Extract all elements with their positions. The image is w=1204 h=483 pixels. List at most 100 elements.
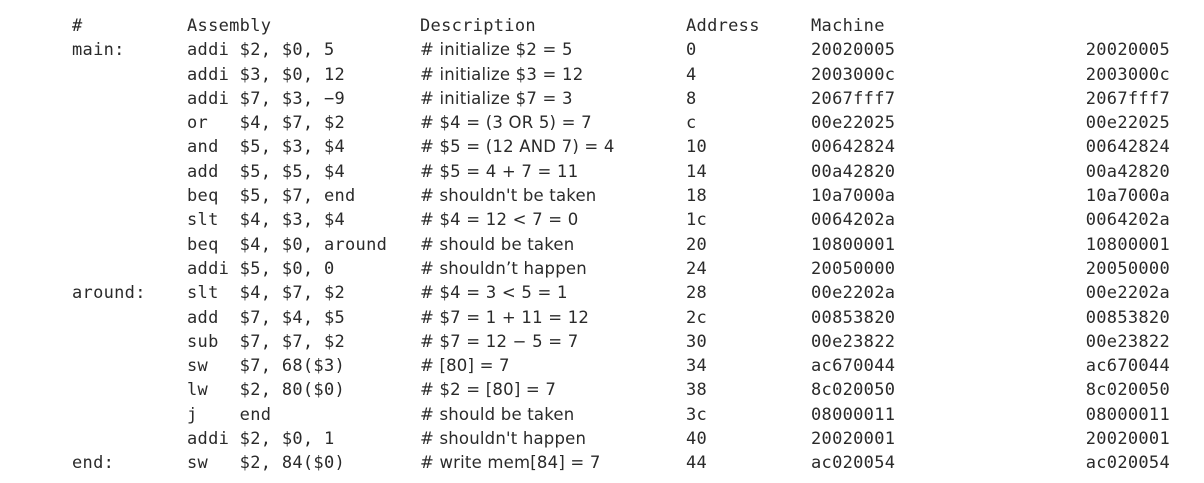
address-cell: 34	[686, 356, 708, 377]
machine-code-duplicate-cell: 00e23822	[1085, 331, 1170, 352]
description-cell: # $7 = 1 + 11 = 12	[420, 307, 590, 327]
address-cell: 24	[686, 258, 708, 279]
machine-code-cell: 10a7000a	[811, 186, 896, 207]
description-cell: # should be taken	[420, 234, 575, 254]
machine-code-duplicate-cell: 00853820	[1085, 307, 1170, 328]
machine-code-duplicate-cell: 08000011	[1085, 404, 1170, 425]
assembly-cell: add $7, $4, $5	[187, 307, 346, 328]
address-cell: 20	[686, 234, 708, 255]
address-cell: 8	[686, 88, 697, 109]
label-cell: around:	[72, 283, 146, 304]
instruction-row: beq $5, $7, end # shouldn't be taken 18 10a…	[0, 184, 1204, 208]
assembly-listing: # Assembly Description Address Machine m…	[0, 14, 1204, 476]
assembly-cell: or $4, $7, $2	[187, 113, 346, 134]
machine-code-cell: 10800001	[811, 234, 896, 255]
machine-code-duplicate-cell: 20050000	[1085, 258, 1170, 279]
header-machine: Machine	[811, 16, 885, 36]
address-cell: 18	[686, 186, 708, 207]
header-address: Address	[686, 16, 760, 36]
instruction-row: add $7, $4, $5 # $7 = 1 + 11 = 12 2c 008538…	[0, 306, 1204, 330]
label-cell: end:	[72, 453, 115, 474]
machine-code-cell: 20020001	[811, 429, 896, 450]
machine-code-duplicate-cell: 00642824	[1085, 137, 1170, 158]
machine-code-cell: 00853820	[811, 307, 896, 328]
description-cell: # $5 = (12 AND 7) = 4	[420, 137, 615, 157]
description-cell: # $4 = (3 OR 5) = 7	[420, 113, 592, 133]
description-cell: # $4 = 12 < 7 = 0	[420, 210, 579, 230]
description-cell: # initialize $3 = 12	[420, 64, 584, 84]
description-cell: # initialize $2 = 5	[420, 40, 573, 60]
description-cell: # shouldn't be taken	[420, 186, 597, 206]
machine-code-duplicate-cell: 0064202a	[1085, 210, 1170, 231]
address-cell: 2c	[686, 307, 708, 328]
header-row: # Assembly Description Address Machine	[0, 14, 1204, 38]
address-cell: 44	[686, 453, 708, 474]
instruction-row: beq $4, $0, around # should be taken 20 108…	[0, 233, 1204, 257]
assembly-cell: slt $4, $7, $2	[187, 283, 346, 304]
machine-code-cell: 20050000	[811, 258, 896, 279]
machine-code-cell: 00e22025	[811, 113, 896, 134]
machine-code-cell: 00a42820	[811, 161, 896, 182]
machine-code-cell: 2003000c	[811, 64, 896, 85]
machine-code-duplicate-cell: ac670044	[1085, 356, 1170, 377]
assembly-cell: sw $2, 84($0)	[187, 453, 346, 474]
assembly-cell: addi $7, $3, −9	[187, 88, 346, 109]
machine-code-duplicate-cell: 10800001	[1085, 234, 1170, 255]
machine-code-cell: 00e23822	[811, 331, 896, 352]
machine-code-cell: 2067fff7	[811, 88, 896, 109]
assembly-cell: sub $7, $7, $2	[187, 331, 346, 352]
assembly-cell: addi $2, $0, 5	[187, 40, 335, 61]
description-cell: # write mem[84] = 7	[420, 453, 601, 473]
machine-code-duplicate-cell: 00e2202a	[1085, 283, 1170, 304]
instruction-row: addi $5, $0, 0 # shouldn’t happen 24 200500…	[0, 257, 1204, 281]
address-cell: 0	[686, 40, 697, 61]
address-cell: 3c	[686, 404, 708, 425]
assembly-cell: lw $2, 80($0)	[187, 380, 346, 401]
label-cell: main:	[72, 40, 125, 61]
assembly-cell: add $5, $5, $4	[187, 161, 346, 182]
description-cell: # shouldn't happen	[420, 429, 587, 449]
description-cell: # $2 = [80] = 7	[420, 380, 557, 400]
assembly-cell: and $5, $3, $4	[187, 137, 346, 158]
address-cell: 40	[686, 429, 708, 450]
description-cell: # $5 = 4 + 7 = 11	[420, 161, 579, 181]
address-cell: 30	[686, 331, 708, 352]
machine-code-duplicate-cell: 20020001	[1085, 429, 1170, 450]
description-cell: # [80] = 7	[420, 356, 510, 376]
machine-code-cell: 00642824	[811, 137, 896, 158]
instruction-rows: main: addi $2, $0, 5 # initialize $2 = 5 0 2…	[0, 38, 1204, 475]
header-assembly: Assembly	[187, 16, 272, 36]
assembly-cell: addi $5, $0, 0	[187, 258, 335, 279]
instruction-row: sw $7, 68($3) # [80] = 7 34 ac670044 ac67004…	[0, 354, 1204, 378]
description-cell: # $4 = 3 < 5 = 1	[420, 283, 568, 303]
machine-code-cell: 08000011	[811, 404, 896, 425]
header-description: Description	[420, 16, 536, 36]
machine-code-duplicate-cell: 2067fff7	[1085, 88, 1170, 109]
machine-code-duplicate-cell: 10a7000a	[1085, 186, 1170, 207]
assembly-cell: j end	[187, 404, 272, 425]
address-cell: c	[686, 113, 697, 134]
machine-code-duplicate-cell: 00e22025	[1085, 113, 1170, 134]
assembly-cell: beq $4, $0, around	[187, 234, 388, 255]
assembly-cell: beq $5, $7, end	[187, 186, 356, 207]
machine-code-duplicate-cell: 2003000c	[1085, 64, 1170, 85]
description-cell: # initialize $7 = 3	[420, 88, 573, 108]
instruction-row: or $4, $7, $2 # $4 = (3 OR 5) = 7 c 00e2202…	[0, 111, 1204, 135]
description-cell: # shouldn’t happen	[420, 258, 587, 278]
assembly-cell: addi $2, $0, 1	[187, 429, 335, 450]
address-cell: 38	[686, 380, 708, 401]
machine-code-duplicate-cell: 8c020050	[1085, 380, 1170, 401]
instruction-row: addi $7, $3, −9 # initialize $7 = 3 8 2067f…	[0, 87, 1204, 111]
address-cell: 1c	[686, 210, 708, 231]
assembly-cell: sw $7, 68($3)	[187, 356, 346, 377]
machine-code-cell: ac670044	[811, 356, 896, 377]
header-label: #	[72, 16, 83, 36]
